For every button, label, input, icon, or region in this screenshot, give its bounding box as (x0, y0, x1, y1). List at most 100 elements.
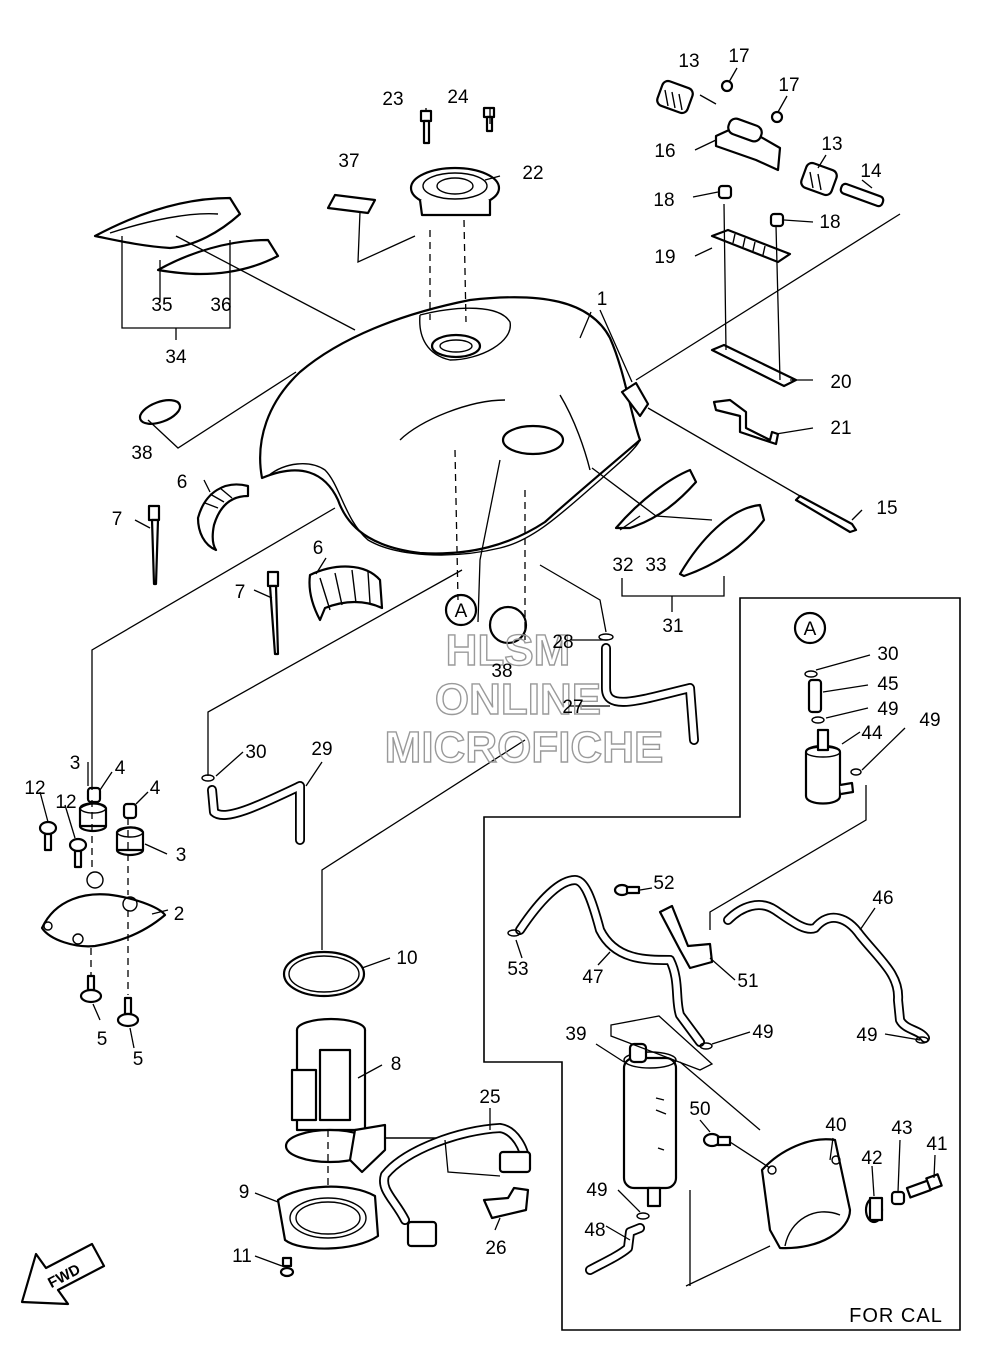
pad-37 (326, 193, 377, 215)
label-37: 37 (338, 151, 359, 172)
label-2: 2 (174, 904, 185, 925)
bolt-12-right (68, 837, 88, 869)
canister-39 (622, 1042, 678, 1208)
clip-49-lower (636, 1212, 650, 1220)
label-33: 33 (645, 555, 666, 576)
label-36: 36 (210, 295, 231, 316)
connector-25-lower (406, 1220, 438, 1248)
bolt-50 (702, 1132, 732, 1148)
pump-opening (501, 424, 565, 456)
o-ring-10 (282, 950, 366, 998)
tank-cover-assembly (93, 196, 280, 276)
label-28: 28 (552, 632, 573, 653)
clip-49-mid (699, 1042, 713, 1050)
for-cal-label: FOR CAL (849, 1305, 943, 1327)
label-1: 1 (597, 289, 608, 310)
filler-neck (430, 333, 482, 359)
cable-tie-7-lower (266, 570, 280, 656)
label-49-right: 49 (856, 1025, 877, 1046)
label-18-left: 18 (653, 190, 674, 211)
holder-51 (658, 904, 714, 970)
label-46: 46 (872, 888, 893, 909)
bolt-11 (279, 1256, 295, 1278)
bolt-52 (613, 883, 641, 897)
pin-14 (839, 182, 885, 208)
collar-4-left (86, 786, 102, 804)
collar-43 (890, 1190, 906, 1206)
rubber-19 (710, 228, 792, 264)
label-22: 22 (522, 163, 543, 184)
label-4-left: 4 (115, 758, 126, 779)
label-38-left: 38 (131, 443, 152, 464)
bolt-12-left (38, 820, 58, 852)
label-32: 32 (612, 555, 633, 576)
label-27: 27 (562, 697, 583, 718)
pad-38-left (138, 399, 182, 425)
connector-25-upper (498, 1150, 532, 1174)
label-49-filter: 49 (919, 710, 940, 731)
damper-13-right (800, 161, 838, 197)
label-31: 31 (662, 616, 683, 637)
label-10: 10 (396, 948, 417, 969)
filler-cap-ring (409, 166, 501, 217)
label-30-right: 30 (877, 644, 898, 665)
label-15: 15 (876, 498, 897, 519)
clip-49-filter (850, 768, 862, 776)
label-12-left: 12 (24, 778, 45, 799)
damper-13-left (656, 79, 694, 115)
label-51: 51 (737, 971, 758, 992)
watermark-line-1: HLSM (446, 626, 571, 675)
label-7-upper: 7 (112, 509, 123, 530)
label-13-upper: 13 (678, 51, 699, 72)
ref-marker-a-right-text: A (804, 619, 817, 640)
side-cover-32 (614, 468, 698, 530)
clip-49-upper (811, 716, 825, 724)
label-13-lower: 13 (821, 134, 842, 155)
label-6-lower: 6 (313, 538, 324, 559)
fuel-filter-44 (804, 728, 855, 805)
label-49-lower: 49 (586, 1180, 607, 1201)
watermark-line-3: MICROFICHE (385, 723, 664, 772)
washer-17-left (720, 79, 734, 93)
label-18-right: 18 (819, 212, 840, 233)
label-44: 44 (861, 723, 883, 744)
holder-26 (482, 1186, 530, 1220)
label-23: 23 (382, 89, 403, 110)
label-38-center: 38 (491, 661, 512, 682)
label-49-upper: 49 (877, 699, 898, 720)
collar-18-right (769, 212, 785, 228)
label-9: 9 (239, 1182, 250, 1203)
label-3-left: 3 (70, 753, 81, 774)
bolt-23 (419, 109, 433, 145)
label-7-lower: 7 (235, 582, 246, 603)
label-42: 42 (861, 1148, 882, 1169)
label-52: 52 (653, 873, 674, 894)
label-5-left: 5 (97, 1029, 108, 1050)
protector-6-upper (196, 483, 250, 552)
label-41: 41 (926, 1134, 947, 1155)
ref-marker-a-left-text: A (455, 601, 468, 622)
label-8: 8 (391, 1054, 402, 1075)
label-17-right: 17 (778, 75, 799, 96)
fuel-tank (259, 296, 650, 556)
label-19: 19 (654, 247, 675, 268)
label-24: 24 (447, 87, 469, 108)
bolt-5-right (116, 996, 140, 1028)
part-labels: 1 2 3 3 4 4 5 5 6 6 7 7 8 9 10 11 12 12 … (24, 46, 947, 1267)
label-45: 45 (877, 674, 898, 695)
clip-30-cal (804, 670, 818, 678)
hose-45 (807, 678, 823, 714)
label-21: 21 (830, 418, 851, 439)
bolt-5-left (79, 974, 103, 1004)
label-47: 47 (582, 967, 603, 988)
tank-cover-36 (156, 238, 280, 276)
label-30-left: 30 (245, 742, 266, 763)
bracket-40 (760, 1138, 852, 1250)
bolt-24 (482, 106, 496, 133)
label-6-upper: 6 (177, 472, 188, 493)
label-16: 16 (654, 141, 675, 162)
ref-marker-a-left (444, 593, 478, 627)
label-17-left: 17 (728, 46, 749, 67)
damper-3-left (78, 802, 108, 833)
